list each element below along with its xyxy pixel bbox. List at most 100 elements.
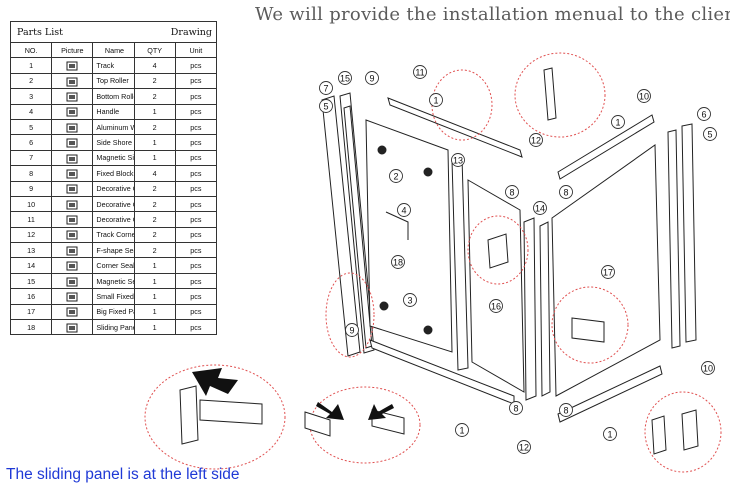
- part-qty: 1: [133, 257, 176, 274]
- callout-label: 10: [639, 92, 649, 102]
- picture-cell: [51, 57, 94, 74]
- callout-label: 1: [459, 426, 464, 436]
- drawing-label: Drawing: [170, 26, 212, 38]
- callout-label: 8: [509, 188, 514, 198]
- callout-label: 1: [615, 118, 620, 128]
- top-roller-a: [377, 145, 387, 155]
- f-seal-strip-icon: [64, 246, 80, 256]
- callout-1: 1: [603, 427, 617, 441]
- callout-label: 11: [415, 68, 424, 78]
- callout-label: 1: [607, 430, 612, 440]
- part-name: Corner Seal Strip: [92, 257, 135, 274]
- handle-part: [385, 211, 409, 240]
- sliding-panel-icon: [64, 323, 80, 333]
- picture-cell: [51, 303, 94, 321]
- headline: We will provide the installation menual …: [255, 4, 730, 25]
- part-unit: pcs: [174, 72, 218, 90]
- callout-label: 15: [340, 74, 350, 84]
- part-name: Magnetic Seal Stip: [92, 272, 135, 290]
- callout-label: 17: [603, 268, 613, 278]
- part-unit: pcs: [174, 57, 218, 74]
- magnetic-seal-strip-icon: [64, 277, 80, 287]
- track-icon: [64, 61, 80, 71]
- callout-1: 1: [455, 423, 469, 437]
- callout-label: 16: [491, 302, 501, 312]
- part-unit: pcs: [174, 272, 218, 290]
- top-roller-b: [423, 167, 433, 177]
- callout-8: 8: [559, 185, 573, 199]
- callout-13: 13: [451, 153, 465, 167]
- callout-label: 6: [701, 110, 706, 120]
- big-fixed-panel-icon: [64, 307, 80, 317]
- magnetic-side-shore-icon: [64, 154, 80, 164]
- callout-16: 16: [489, 299, 503, 313]
- part-name: Sliding Panel: [92, 319, 135, 336]
- callout-label: 12: [519, 443, 529, 453]
- callout-10: 10: [637, 89, 651, 103]
- part-name: Big Fixed Panel: [92, 303, 135, 321]
- wall-profile-icon: [64, 123, 80, 133]
- picture-cell: [51, 211, 94, 228]
- picture-cell: [51, 118, 94, 136]
- callout-3: 3: [403, 293, 417, 307]
- picture-cell: [51, 288, 94, 305]
- part-qty: 1: [133, 319, 176, 336]
- corner-post-right: [539, 221, 551, 397]
- bottom-roller-b: [423, 325, 433, 335]
- callout-11: 11: [413, 65, 427, 79]
- callout-label: 9: [349, 326, 354, 336]
- callout-1: 1: [429, 93, 443, 107]
- bottom-roller-icon: [64, 92, 80, 102]
- callout-label: 14: [535, 204, 545, 214]
- picture-cell: [51, 319, 94, 336]
- part-name: Top Roller: [92, 72, 135, 90]
- small-fixed-panel-icon: [64, 292, 80, 302]
- footer-note: The sliding panel is at the left side: [6, 466, 240, 483]
- top-track-left: [387, 97, 523, 158]
- cover-right-icon: [64, 200, 80, 210]
- callout-10: 10: [701, 361, 715, 375]
- direction-arrows: [192, 368, 394, 420]
- picture-cell: [51, 103, 94, 120]
- callout-2: 2: [389, 169, 403, 183]
- part-unit: pcs: [174, 242, 218, 259]
- parts-list-table: Parts List Drawing NO. Picture Name QTY …: [9, 21, 218, 336]
- parts-list-title: Parts List: [17, 26, 63, 38]
- callout-label: 5: [323, 102, 328, 112]
- top-roller-icon: [64, 77, 80, 87]
- callout-7: 7: [319, 81, 333, 95]
- row-number: 18: [9, 319, 53, 336]
- callout-5: 5: [703, 127, 717, 141]
- sliding-panel-part: [365, 119, 453, 353]
- callout-17: 17: [601, 265, 615, 279]
- magnetic-side-shore-part: [321, 95, 361, 357]
- callout-label: 13: [453, 156, 463, 166]
- small-fixed-panel-part: [467, 179, 525, 393]
- bottom-track-right: [557, 365, 663, 423]
- detail-circles: [144, 52, 722, 473]
- callout-1: 1: [611, 115, 625, 129]
- callout-9: 9: [365, 71, 379, 85]
- part-unit: pcs: [174, 303, 218, 321]
- f-seal-strip-part: [451, 156, 469, 371]
- picture-cell: [51, 257, 94, 274]
- part-unit: pcs: [174, 319, 218, 336]
- corner-seal-strip-icon: [64, 261, 80, 271]
- part-qty: 2: [133, 242, 176, 259]
- callout-8: 8: [559, 403, 573, 417]
- corner-post-left: [523, 217, 537, 401]
- callout-label: 2: [393, 172, 398, 182]
- picture-cell: [51, 272, 94, 290]
- callout-label: 8: [513, 404, 518, 414]
- callout-18: 18: [391, 255, 405, 269]
- callout-6: 6: [697, 107, 711, 121]
- corner-connecter-icon: [64, 230, 80, 240]
